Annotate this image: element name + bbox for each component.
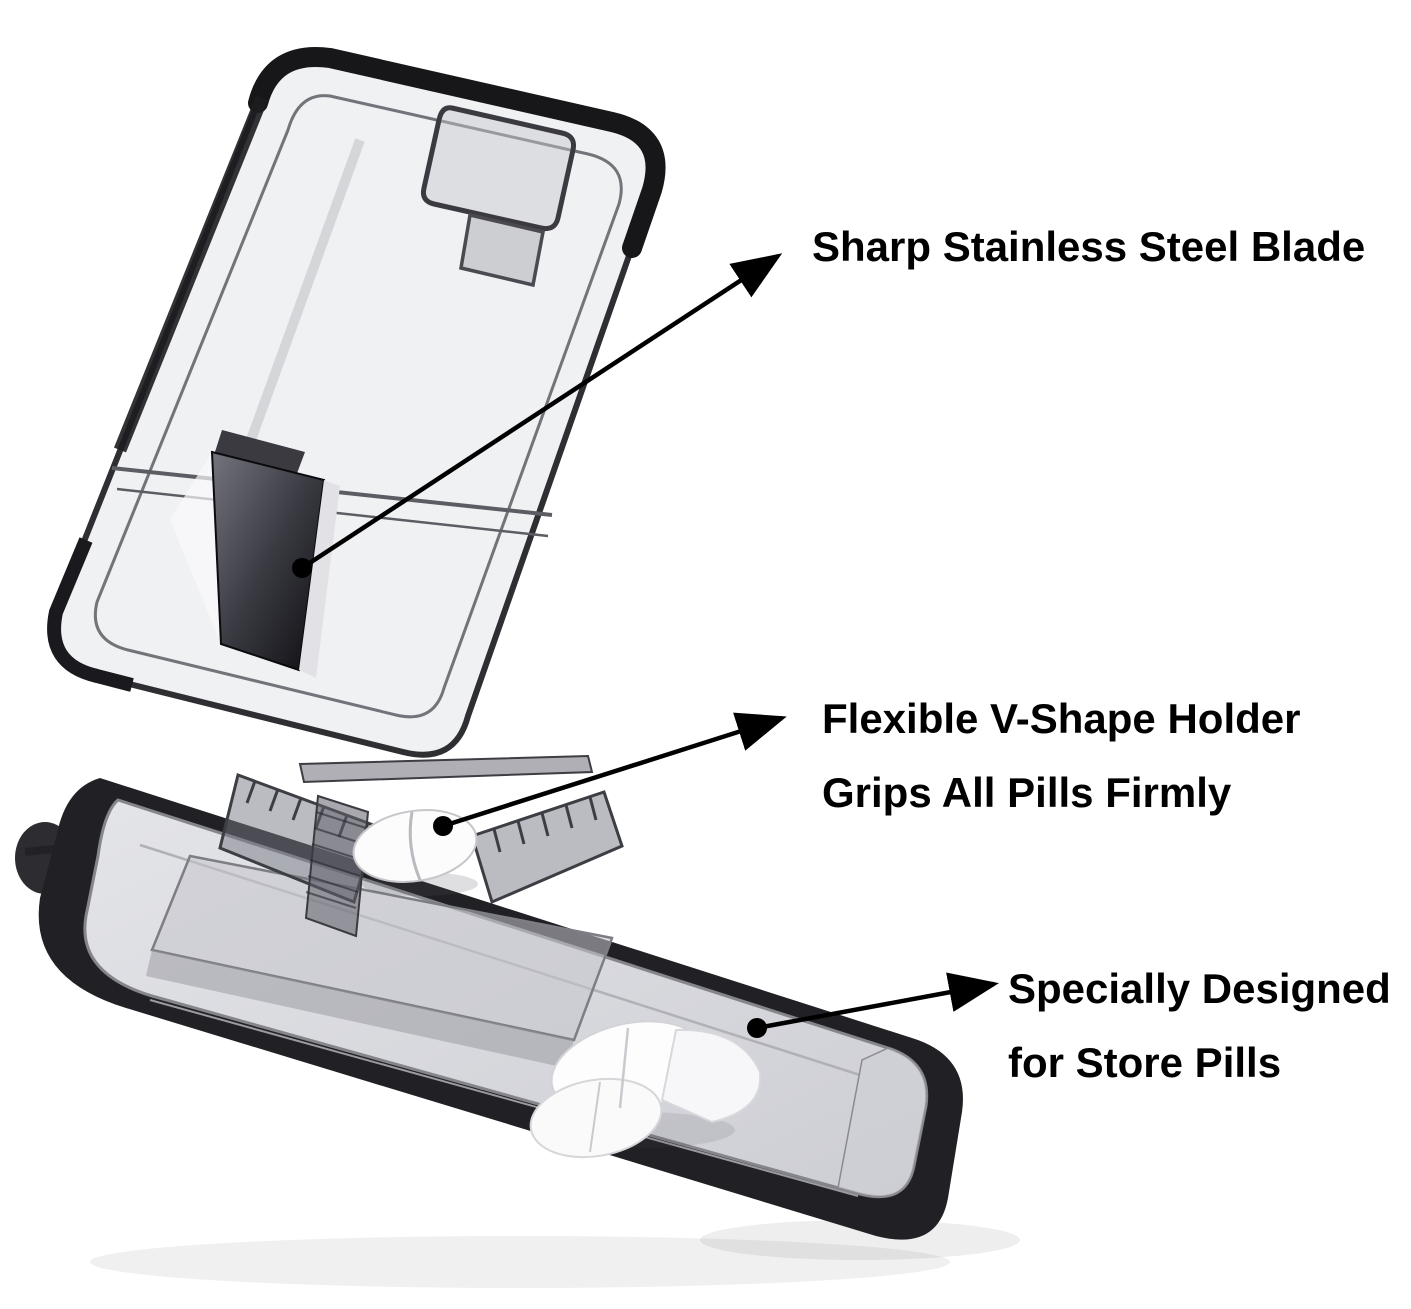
- blade-label: Sharp Stainless Steel Blade: [812, 223, 1366, 270]
- holder-right-ribs: [492, 796, 598, 853]
- blade-mount: [214, 430, 305, 476]
- lid-top-band: [248, 47, 666, 258]
- latch: [421, 105, 576, 288]
- tray-end-wall: [837, 1047, 928, 1198]
- annotation-arrows: [292, 253, 999, 1038]
- stored-pills: [529, 1020, 762, 1159]
- holder-label: Flexible V-Shape Holder Grips All Pills …: [822, 682, 1300, 830]
- storage-label-line1: Specially Designed: [1008, 965, 1391, 1012]
- blade-callout-arrow: [300, 253, 783, 570]
- pill-score-line: [408, 811, 422, 881]
- storage-callout-arrow: [756, 972, 999, 1031]
- cutting-stage: [146, 854, 614, 1068]
- holder-right-arm: [470, 790, 624, 905]
- storage-label-line2: for Store Pills: [1008, 1039, 1282, 1086]
- lid-inner-frame: [93, 94, 623, 719]
- lid-reflection: [235, 138, 365, 472]
- holder-label-line1: Flexible V-Shape Holder: [822, 695, 1301, 742]
- ground-shadow: [90, 1220, 1020, 1288]
- blade-edge: [299, 480, 340, 678]
- storage-label: Specially Designed for Store Pills: [1008, 952, 1391, 1100]
- holder-label-line2: Grips All Pills Firmly: [822, 769, 1232, 816]
- holder-rail: [298, 754, 594, 784]
- holder-callout-arrow: [442, 712, 787, 829]
- blade: [170, 430, 340, 678]
- v-shape-holder: [218, 754, 624, 938]
